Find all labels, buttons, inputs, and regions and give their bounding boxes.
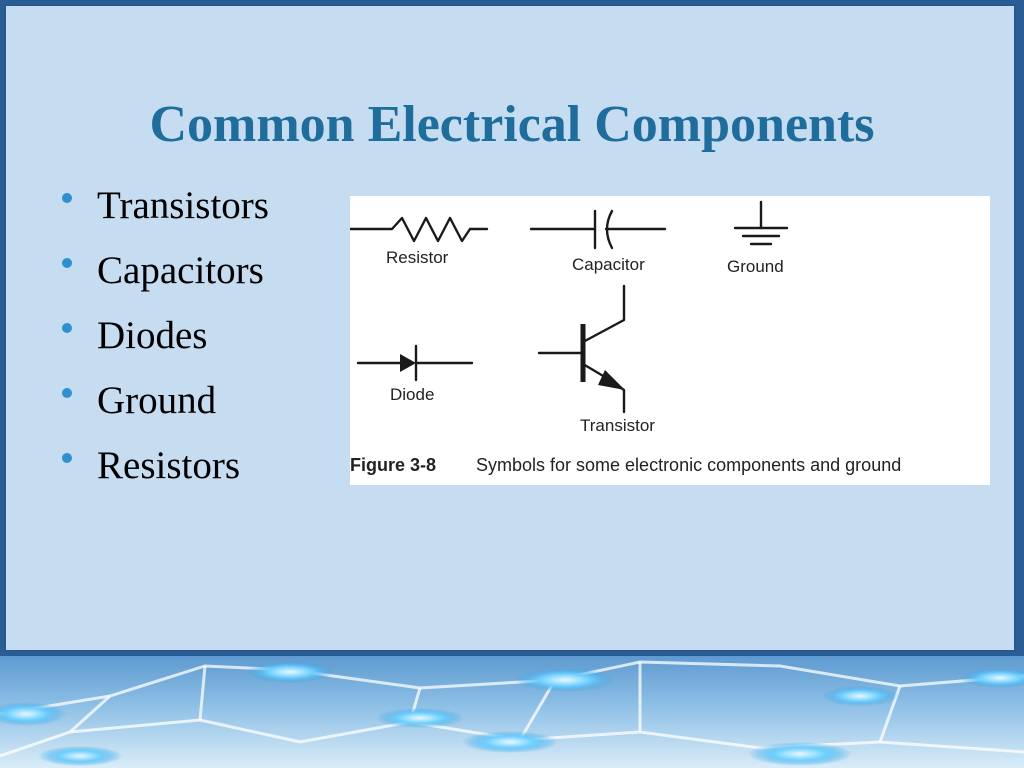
bullet-item-diodes: Diodes <box>62 310 269 375</box>
bullet-text: Diodes <box>97 314 208 357</box>
bullet-item-resistors: Resistors <box>62 440 269 505</box>
bullet-dot <box>62 258 72 268</box>
diode-label: Diode <box>390 385 434 404</box>
bullet-item-capacitors: Capacitors <box>62 245 269 310</box>
ground-symbol <box>733 200 789 246</box>
ground-label: Ground <box>727 257 784 276</box>
figure-number: Figure 3-8 <box>350 455 436 475</box>
resistor-label: Resistor <box>386 248 449 267</box>
bullet-text: Ground <box>97 379 217 422</box>
capacitor-symbol <box>529 209 667 250</box>
diode-symbol <box>356 344 474 382</box>
decorative-network-band <box>0 656 1024 768</box>
component-symbols-figure: Resistor Capacitor Ground <box>350 196 990 485</box>
bullet-dot <box>62 193 72 203</box>
bullet-item-ground: Ground <box>62 375 269 440</box>
bullet-dot <box>62 453 72 463</box>
bullet-text: Resistors <box>97 444 241 487</box>
capacitor-label: Capacitor <box>572 255 645 274</box>
slide-title: Common Electrical Components <box>149 96 875 153</box>
bullet-list: Transistors Capacitors Diodes Ground Res… <box>62 180 269 505</box>
bullet-dot <box>62 388 72 398</box>
bullet-dot <box>62 323 72 333</box>
resistor-symbol <box>350 216 489 243</box>
bullet-item-transistors: Transistors <box>62 180 269 245</box>
transistor-label: Transistor <box>580 416 655 435</box>
figure-caption: Symbols for some electronic components a… <box>476 455 901 475</box>
bullet-text: Transistors <box>97 184 269 227</box>
bullet-text: Capacitors <box>97 249 264 292</box>
transistor-symbol <box>537 284 626 414</box>
